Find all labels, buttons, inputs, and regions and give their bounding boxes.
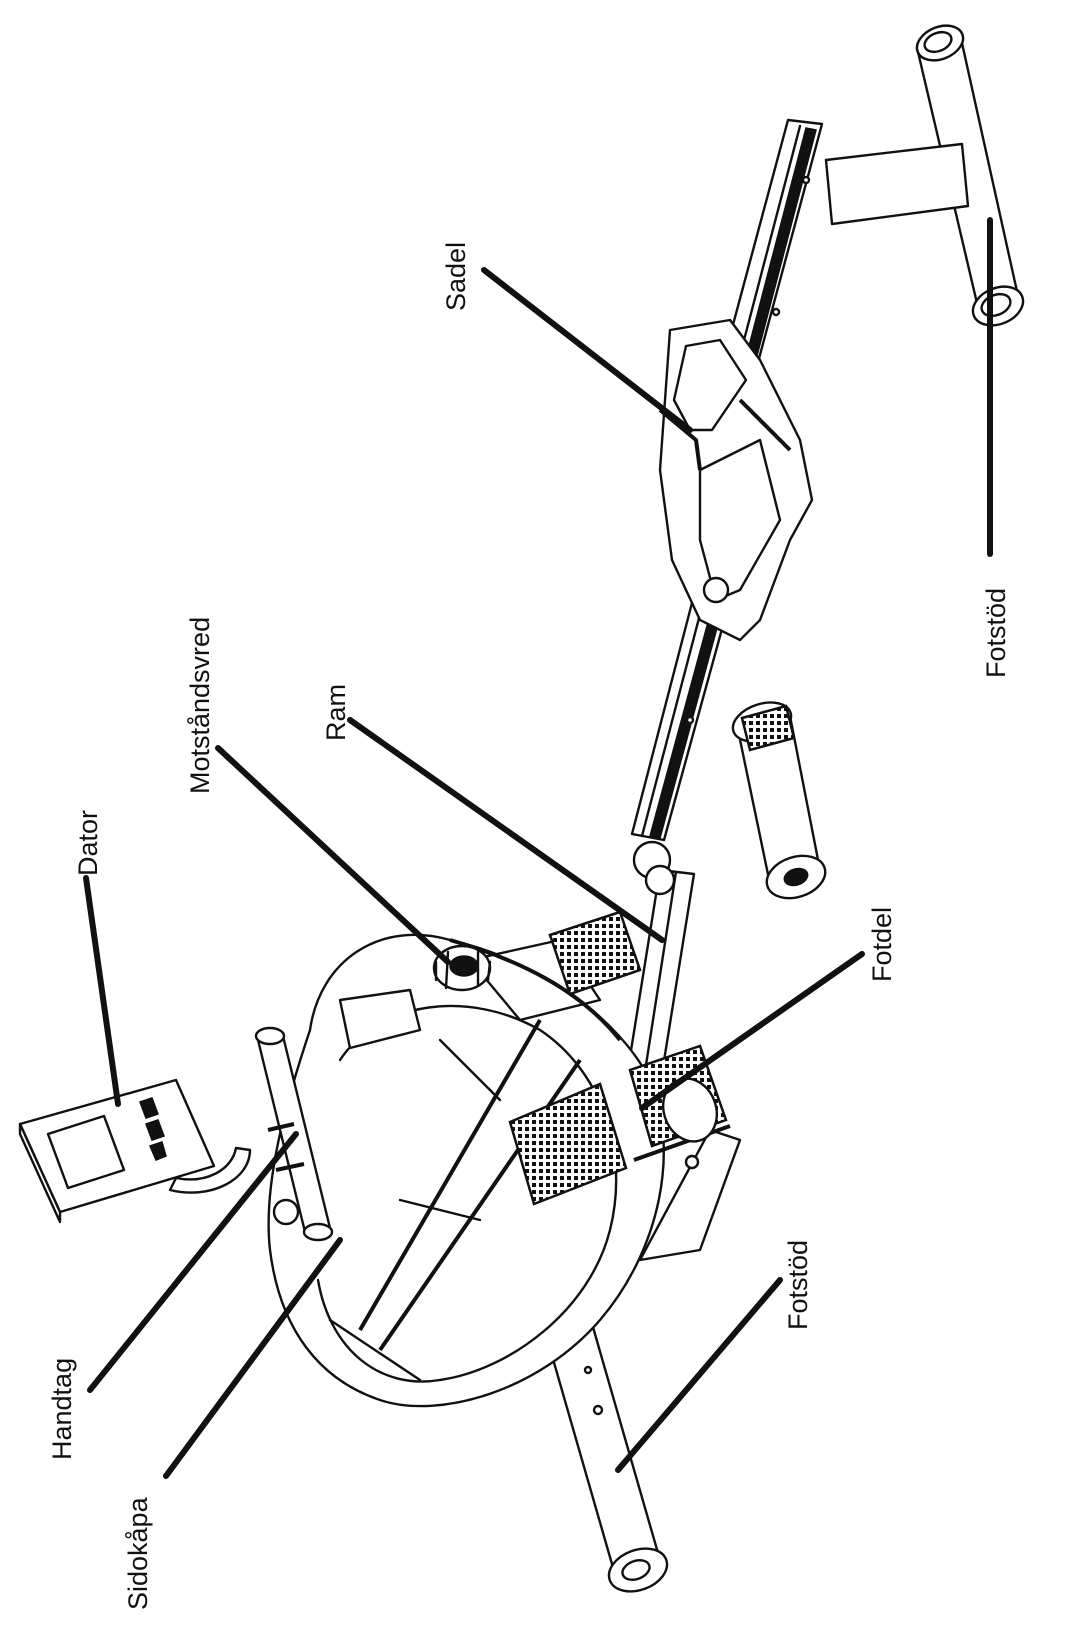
label-motstandsvred: Motståndsvred	[185, 617, 215, 794]
label-handtag: Handtag	[47, 1358, 77, 1460]
saddle	[658, 318, 814, 642]
console-arm	[168, 1146, 252, 1194]
machine-illustration	[18, 24, 1025, 1593]
computer-console	[18, 1078, 216, 1224]
leader-fotdel	[639, 951, 865, 1111]
leader-ram	[347, 717, 665, 943]
leader-fotstod-left	[615, 1277, 783, 1473]
leader-motstandsvred	[215, 745, 451, 965]
label-sadel: Sadel	[441, 242, 471, 311]
label-dator: Dator	[73, 810, 103, 876]
label-ram: Ram	[321, 684, 351, 741]
foot-pedal	[508, 910, 731, 1206]
rear-stabilizer	[824, 24, 1025, 327]
label-fotdel: Fotdel	[867, 907, 897, 982]
front-rollers	[731, 701, 827, 900]
leader-sadel	[481, 267, 693, 433]
labels: Dator Motståndsvred Ram Sadel Fotstöd Fo…	[47, 242, 1011, 1610]
flywheel-body	[267, 933, 665, 1408]
leader-lines	[83, 217, 993, 1479]
label-fotstod-right: Fotstöd	[981, 588, 1011, 678]
resistance-knob	[432, 944, 492, 992]
label-fotstod-left: Fotstöd	[783, 1240, 813, 1330]
leader-dator	[83, 875, 121, 1107]
label-sidokapa: Sidokåpa	[123, 1496, 153, 1610]
leader-sidokapa	[163, 1237, 343, 1479]
leader-handtag	[87, 1131, 299, 1393]
